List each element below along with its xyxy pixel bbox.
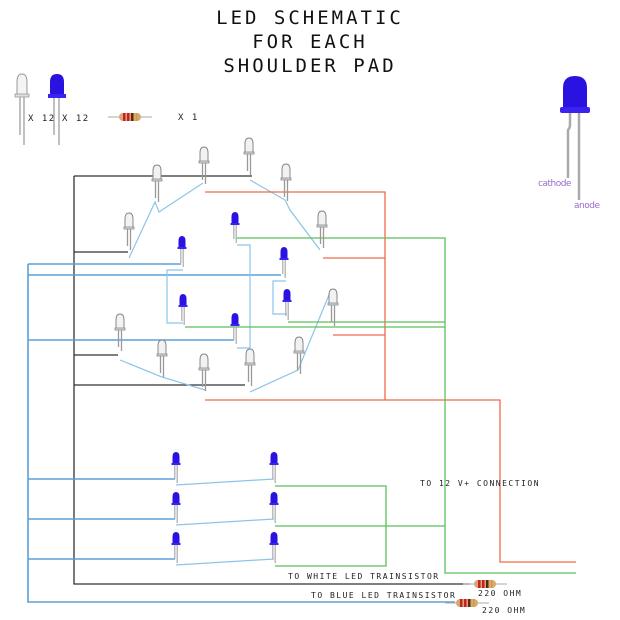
resistor-blue-value-label: 220 OHM <box>482 606 527 615</box>
page-title: LED SCHEMATIC FOR EACH SHOULDER PAD <box>0 6 620 78</box>
white-led <box>123 212 135 251</box>
pinout-blue-led-icon <box>560 76 590 200</box>
blue-led <box>268 531 280 564</box>
white-led <box>114 313 126 352</box>
blue-led-ground-wire <box>27 263 455 603</box>
white-led <box>244 348 256 387</box>
legend-resistor-icon <box>107 112 153 122</box>
white-led <box>316 210 328 249</box>
blue-led <box>268 451 280 484</box>
title-line-2: FOR EACH <box>252 31 368 53</box>
white-led <box>243 137 255 176</box>
anode-label: anode <box>574 201 600 211</box>
resistor-white-value-label: 220 OHM <box>478 589 523 598</box>
white-led-ground-wire <box>73 175 470 585</box>
legend-white-led-icon <box>14 73 30 145</box>
legend-blue-led-icon <box>48 74 66 145</box>
white-led <box>156 339 168 378</box>
white-led <box>280 163 292 202</box>
blue-led <box>177 293 189 326</box>
white-led <box>327 288 339 327</box>
blue-led-qty-label: X 12 <box>62 114 90 124</box>
white-led <box>198 146 210 185</box>
blue-led <box>176 235 188 268</box>
blue-leds <box>170 211 293 564</box>
white-transistor-label: TO WHITE LED TRAINSISTOR <box>288 572 440 581</box>
blue-led-power-wire <box>185 237 576 574</box>
white-led-power-wire <box>205 191 576 563</box>
blue-led <box>281 288 293 321</box>
title-line-1: LED SCHEMATIC <box>216 7 404 29</box>
blue-led <box>278 246 290 279</box>
white-led <box>151 164 163 203</box>
blue-transistor-label: TO BLUE LED TRAINSISTOR <box>311 591 457 600</box>
cathode-label: cathode <box>538 179 571 189</box>
blue-led <box>268 491 280 524</box>
power-connection-label: TO 12 V+ CONNECTION <box>420 479 541 488</box>
resistor-white-transistor <box>462 579 508 589</box>
resistor-qty-label: X 1 <box>178 113 199 123</box>
white-led-qty-label: X 12 <box>28 114 56 124</box>
title-line-3: SHOULDER PAD <box>223 55 397 77</box>
